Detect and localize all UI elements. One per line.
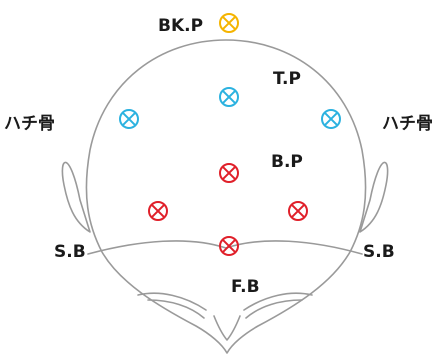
left-brow-lower [147, 299, 205, 319]
label-s-b-right: S.B [363, 242, 395, 262]
label-hachi-right: ハチ骨 [382, 114, 433, 134]
nose [213, 315, 241, 341]
marker-s-b-right-cross-circle-icon [288, 201, 308, 221]
marker-hachi-left-cross-circle-icon [119, 109, 139, 129]
right-brow-lower [245, 299, 303, 319]
left-ear [61, 161, 91, 233]
marker-hachi-right-cross-circle-icon [321, 109, 341, 129]
marker-s-b-left-cross-circle-icon [148, 201, 168, 221]
marker-b-p-cross-circle-icon [219, 163, 239, 183]
label-f-b: F.B [231, 277, 260, 297]
label-t-p: T.P [273, 69, 301, 89]
right-brow [243, 292, 313, 311]
markers-group [119, 13, 341, 256]
label-b-p: B.P [271, 152, 303, 172]
marker-f-b-cross-circle-icon [219, 236, 239, 256]
marker-bk-p-cross-circle-icon [219, 13, 239, 33]
label-hachi-left: ハチ骨 [4, 114, 55, 134]
label-bk-p: BK.P [158, 16, 203, 36]
head-outline [85, 39, 367, 354]
label-s-b-left: S.B [54, 242, 86, 262]
left-brow [137, 292, 207, 311]
marker-t-p-cross-circle-icon [219, 87, 239, 107]
right-ear [359, 161, 389, 233]
